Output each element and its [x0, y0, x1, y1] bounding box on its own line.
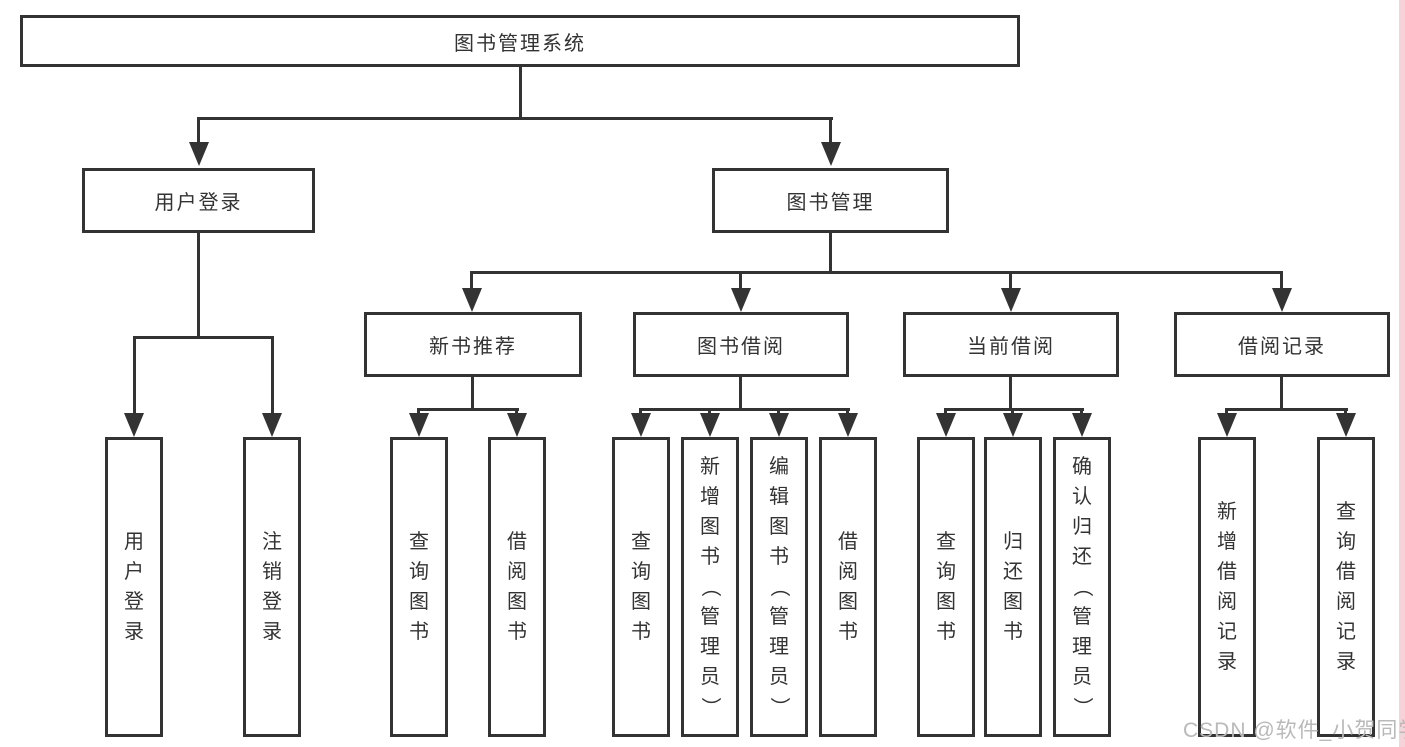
node-user-login-label: 用户登录	[154, 192, 243, 214]
connector-line	[944, 408, 947, 414]
arrow-down-icon	[1272, 288, 1292, 312]
node-query-books-recommend-label: 查询图书	[409, 531, 429, 643]
connector-line	[1280, 271, 1283, 288]
node-new-book-recommendation-label: 新书推荐	[429, 336, 517, 358]
connector-line	[470, 271, 473, 288]
csdn-watermark: CSDN @软件_小贺同学	[1183, 719, 1405, 742]
node-confirm-return-admin-label: 确认归还（管理员）	[1071, 456, 1093, 717]
node-edit-book-admin: 编辑图书（管理员）	[750, 437, 808, 737]
node-root: 图书管理系统	[20, 15, 1020, 67]
node-borrow-books-label: 借阅图书	[838, 531, 858, 643]
arrow-down-icon	[409, 413, 429, 437]
arrow-down-icon	[769, 413, 789, 437]
connector-line	[515, 408, 518, 414]
arrow-down-icon	[731, 288, 751, 312]
arrow-down-icon	[262, 413, 282, 437]
arrow-down-icon	[124, 413, 144, 437]
connector-line	[829, 233, 832, 274]
node-current-borrowing: 当前借阅	[903, 312, 1119, 377]
node-add-book-admin-label: 新增图书（管理员）	[699, 456, 721, 717]
connector-line	[1280, 377, 1283, 411]
connector-line	[708, 408, 711, 414]
connector-line	[471, 271, 1283, 274]
node-query-books-borrowing: 查询图书	[612, 437, 670, 737]
node-add-borrow-record: 新增借阅记录	[1198, 437, 1256, 737]
node-add-book-admin: 新增图书（管理员）	[681, 437, 739, 737]
node-book-borrowing: 图书借阅	[633, 312, 849, 377]
node-query-borrow-record: 查询借阅记录	[1317, 437, 1375, 737]
node-query-books-recommend: 查询图书	[390, 437, 448, 737]
node-login: 用户登录	[105, 437, 163, 737]
connector-line	[846, 408, 849, 414]
node-borrow-books: 借阅图书	[819, 437, 877, 737]
connector-line	[1009, 377, 1012, 411]
node-book-management-label: 图书管理	[786, 192, 875, 214]
connector-line	[271, 336, 274, 414]
connector-line	[1080, 408, 1083, 414]
node-add-borrow-record-label: 新增借阅记录	[1217, 501, 1237, 673]
node-book-borrowing-label: 图书借阅	[697, 336, 785, 358]
node-borrowing-records: 借阅记录	[1174, 312, 1390, 377]
node-borrow-books-recommend-label: 借阅图书	[507, 531, 527, 643]
connector-line	[777, 408, 780, 414]
connector-line	[133, 336, 274, 339]
connector-line	[1344, 408, 1347, 414]
node-edit-book-admin-label: 编辑图书（管理员）	[768, 456, 790, 717]
node-return-book: 归还图书	[984, 437, 1042, 737]
right-accent-strip	[1399, 0, 1405, 747]
node-query-books-current-label: 查询图书	[936, 531, 956, 643]
node-query-books-borrowing-label: 查询图书	[631, 531, 651, 643]
arrow-down-icon	[936, 413, 956, 437]
arrow-down-icon	[189, 142, 209, 166]
connector-line	[1009, 271, 1012, 288]
arrow-down-icon	[1003, 413, 1023, 437]
node-borrow-books-recommend: 借阅图书	[488, 437, 546, 737]
node-confirm-return-admin: 确认归还（管理员）	[1053, 437, 1111, 737]
connector-line	[1225, 408, 1228, 414]
arrow-down-icon	[838, 413, 858, 437]
connector-line	[197, 117, 833, 120]
connector-line	[1011, 408, 1014, 414]
arrow-down-icon	[1336, 413, 1356, 437]
connector-line	[471, 377, 474, 411]
arrow-down-icon	[1217, 413, 1237, 437]
node-borrowing-records-label: 借阅记录	[1238, 336, 1326, 358]
connector-line	[829, 117, 832, 144]
connector-line	[944, 408, 1084, 411]
node-query-books-current: 查询图书	[917, 437, 975, 737]
arrow-down-icon	[1001, 288, 1021, 312]
node-return-book-label: 归还图书	[1003, 531, 1023, 643]
arrow-down-icon	[507, 413, 527, 437]
node-login-label: 用户登录	[124, 531, 144, 643]
connector-line	[739, 377, 742, 411]
node-logout: 注销登录	[243, 437, 301, 737]
arrow-down-icon	[631, 413, 651, 437]
connector-line	[519, 67, 522, 118]
node-logout-label: 注销登录	[262, 531, 282, 643]
node-book-management: 图书管理	[712, 168, 949, 233]
connector-line	[1225, 408, 1348, 411]
arrow-down-icon	[1072, 413, 1092, 437]
node-user-login: 用户登录	[82, 168, 315, 233]
connector-line	[417, 408, 519, 411]
node-root-label: 图书管理系统	[454, 32, 586, 55]
connector-line	[639, 408, 642, 414]
arrow-down-icon	[821, 142, 841, 166]
node-current-borrowing-label: 当前借阅	[967, 336, 1055, 358]
arrow-down-icon	[462, 288, 482, 312]
connector-line	[739, 271, 742, 288]
arrow-down-icon	[700, 413, 720, 437]
connector-line	[197, 233, 200, 337]
connector-line	[417, 408, 420, 414]
connector-line	[197, 117, 200, 144]
connector-line	[133, 336, 136, 414]
connector-line	[639, 408, 850, 411]
node-new-book-recommendation: 新书推荐	[364, 312, 582, 377]
node-query-borrow-record-label: 查询借阅记录	[1336, 501, 1356, 673]
